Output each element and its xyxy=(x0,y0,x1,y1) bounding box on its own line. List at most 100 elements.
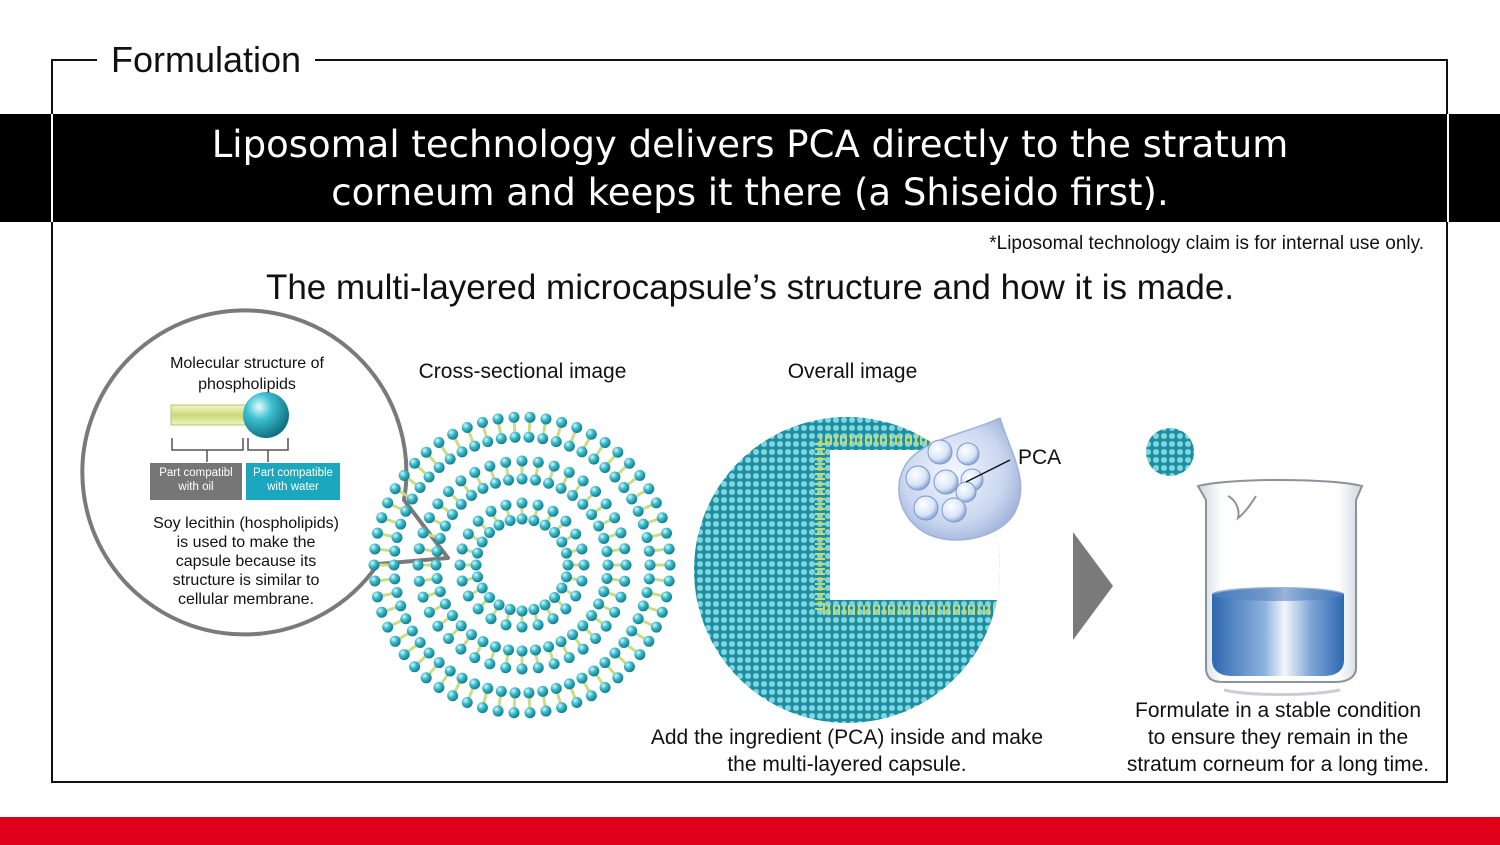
lipid-head xyxy=(388,559,400,571)
water-compatible-tag: Part compatible with water xyxy=(246,463,340,500)
lipid-head xyxy=(623,457,635,469)
lipid-head xyxy=(431,546,443,558)
lipid-head xyxy=(599,657,611,669)
pca-leader-line xyxy=(965,459,1011,483)
lipid-head xyxy=(433,461,445,473)
lipid-head xyxy=(472,603,484,615)
lipid-head xyxy=(462,528,474,540)
lipid-head xyxy=(483,526,495,538)
lipid-head xyxy=(516,455,528,467)
lipid-head xyxy=(599,461,611,473)
water-tag-box xyxy=(246,463,340,500)
headline-line-1: Liposomal technology delivers PCA direct… xyxy=(211,123,1289,166)
bubble-description-line: Soy lecithin (hospholipids) xyxy=(153,515,339,532)
lipid-head xyxy=(560,571,572,583)
lipid-head xyxy=(598,586,610,598)
lipid-head xyxy=(508,411,520,423)
lipid-head xyxy=(423,606,435,618)
lipid-head xyxy=(516,645,528,657)
headline-line-2: corneum and keeps it there (a Shiseido f… xyxy=(331,171,1169,214)
lipid-head xyxy=(643,545,655,557)
lipid-head xyxy=(618,636,630,648)
lipid-head xyxy=(495,685,507,697)
lipid-head xyxy=(508,707,520,719)
lipid-head xyxy=(619,543,631,555)
lipid-head xyxy=(371,527,383,539)
lipid-head xyxy=(509,431,521,443)
lipid-head xyxy=(560,547,572,559)
lipid-head xyxy=(529,474,541,486)
lipid-head xyxy=(663,575,675,587)
formulate-caption-line: stratum corneum for a long time. xyxy=(1126,753,1430,776)
lipid-head xyxy=(618,482,630,494)
diagram-subtitle: The multi-layered microcapsule’s structu… xyxy=(265,268,1235,307)
lipid-head xyxy=(482,682,494,694)
lipid-head xyxy=(516,663,528,675)
lipid-head xyxy=(516,605,528,617)
oil-tag-line-2: with oil xyxy=(178,481,214,493)
lipid-head xyxy=(615,527,627,539)
lipid-head xyxy=(469,652,481,664)
phospholipid-tail xyxy=(170,404,252,426)
lipid-head xyxy=(371,591,383,603)
lipid-head xyxy=(656,512,668,524)
bubble-heading-line-2: phospholipids xyxy=(198,376,296,393)
lipid-head xyxy=(576,446,588,458)
lipid-head xyxy=(406,493,418,505)
lipid-head xyxy=(602,559,614,571)
lipid-head xyxy=(643,483,655,495)
lipid-head xyxy=(391,587,403,599)
lipid-head xyxy=(456,575,468,587)
cross-section-label: Cross-sectional image xyxy=(418,360,627,383)
lipid-head xyxy=(570,590,582,602)
pca-particle xyxy=(955,481,977,503)
lipid-head xyxy=(609,606,621,618)
water-tag-line-1: Part compatible xyxy=(253,467,333,479)
pca-particle xyxy=(956,442,980,466)
lipid-head xyxy=(620,559,632,571)
lipid-head xyxy=(661,527,673,539)
lipid-head xyxy=(447,690,459,702)
lipid-head xyxy=(477,636,489,648)
formulate-caption: Formulate in a stable condition to ensur… xyxy=(1106,697,1450,778)
lipid-head xyxy=(444,665,456,677)
lipid-head xyxy=(626,625,638,637)
lipid-head xyxy=(543,477,555,489)
bubble-description-line: capsule because its xyxy=(175,553,317,570)
lipid-head xyxy=(599,681,611,693)
lipid-head xyxy=(626,493,638,505)
lipid-head xyxy=(601,546,613,558)
lipid-head xyxy=(500,662,512,674)
lipid-head xyxy=(382,497,394,509)
lipid-head xyxy=(493,599,505,611)
pca-particle xyxy=(913,495,939,521)
lipid-head xyxy=(382,621,394,633)
lipid-head xyxy=(634,469,646,481)
lipid-head xyxy=(585,428,597,440)
lipid-head xyxy=(563,678,575,690)
lipid-head xyxy=(532,662,544,674)
lipid-head xyxy=(599,437,611,449)
lipid-head xyxy=(484,460,496,472)
lipid-head xyxy=(503,644,515,656)
lipid-head xyxy=(550,436,562,448)
formulate-caption-line: Formulate in a stable condition xyxy=(1135,699,1421,722)
pca-particle xyxy=(933,469,959,495)
lipid-head xyxy=(563,466,575,478)
lipid-head xyxy=(456,543,468,555)
lipid-head xyxy=(485,613,497,625)
lipid-head xyxy=(567,489,579,501)
lipid-head xyxy=(540,705,552,717)
lipid-head xyxy=(413,575,425,587)
lipid-head xyxy=(389,545,401,557)
lipid-head xyxy=(601,572,613,584)
lipid-head xyxy=(423,647,435,659)
lipid-head xyxy=(434,586,446,598)
lipid-head xyxy=(376,512,388,524)
lipid-head xyxy=(446,610,458,622)
lipid-head xyxy=(562,559,574,571)
lipid-head xyxy=(509,687,521,699)
lipid-head xyxy=(472,515,484,527)
lipid-head xyxy=(523,687,535,699)
